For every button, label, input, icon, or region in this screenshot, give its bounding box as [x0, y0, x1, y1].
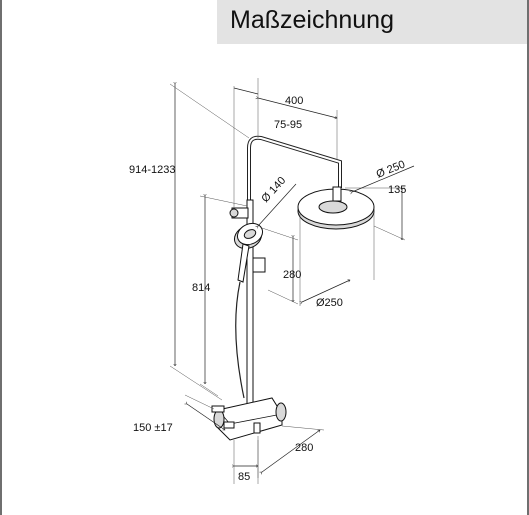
- dim-arm-length: 400: [285, 95, 303, 107]
- dim-rail-height: 814: [192, 282, 210, 294]
- dim-connection-distance: 150 ±17: [133, 422, 173, 434]
- dim-handshower-offset: 280: [283, 269, 301, 281]
- dim-handshower-diameter: Ø 140: [259, 175, 288, 205]
- overhead-shower: [297, 186, 375, 230]
- thermostat-mixer: [211, 397, 287, 441]
- dim-arm-adjust: 75-95: [274, 119, 302, 131]
- dim-total-height: 914-1233: [129, 164, 176, 176]
- title-bar: Maßzeichnung: [217, 0, 527, 44]
- dim-overhead-diameter-bottom: Ø250: [316, 297, 343, 309]
- dimension-lines: [169, 78, 415, 484]
- dim-overhead-diameter-top: Ø 250: [375, 158, 407, 180]
- dim-overhead-height: 135: [388, 184, 406, 196]
- dim-mixer-depth: 280: [295, 442, 313, 454]
- dim-wall-distance: 85: [238, 471, 250, 483]
- slider-holder: [229, 207, 266, 273]
- page-title: Maßzeichnung: [230, 6, 394, 34]
- hand-shower: [233, 222, 264, 283]
- shower-hose: [235, 281, 245, 399]
